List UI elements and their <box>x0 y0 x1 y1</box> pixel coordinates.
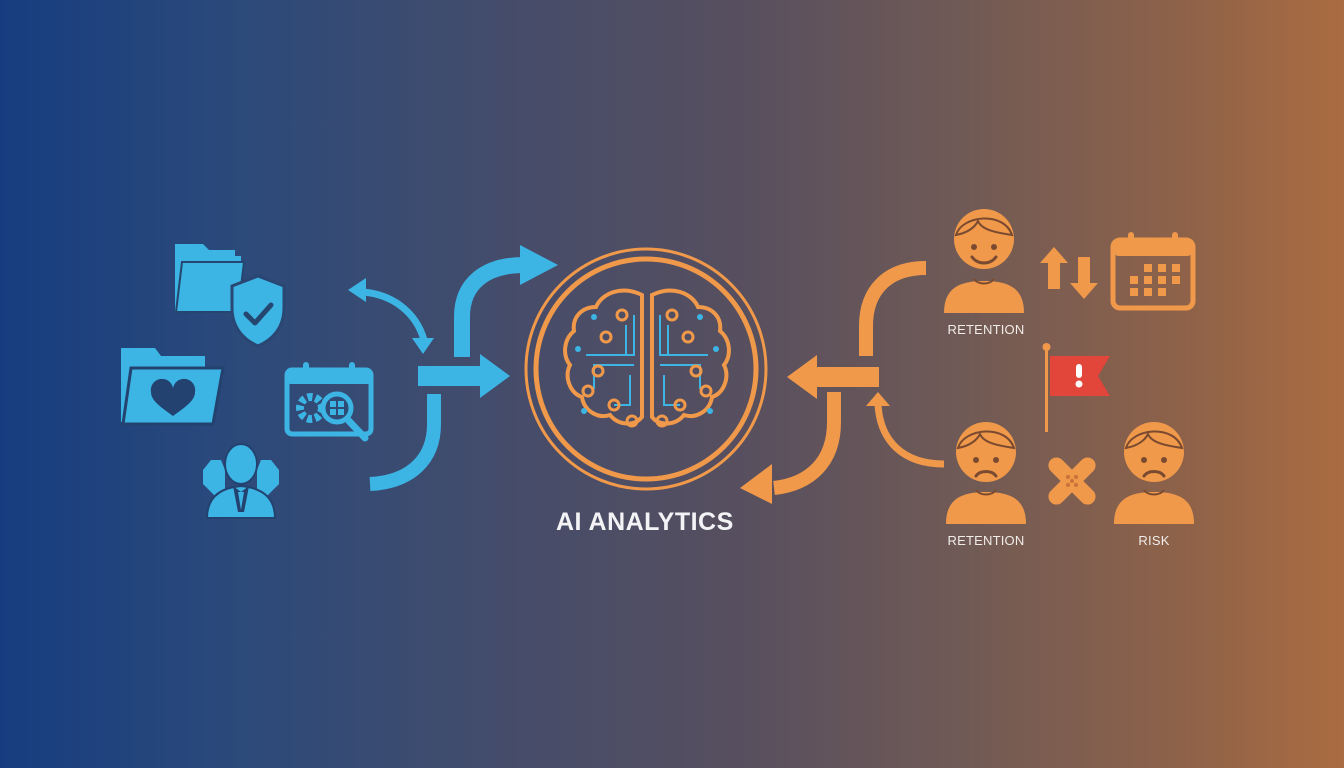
risk-label: RISK <box>1138 533 1170 548</box>
folder-shield-check-icon <box>174 244 286 348</box>
warning-flag-icon <box>1042 343 1110 432</box>
calendar-gear-search-icon <box>284 362 374 442</box>
curved-arrow-up-small-icon <box>866 392 945 468</box>
straight-arrow-left-icon <box>787 355 879 399</box>
center-title: AI ANALYTICS <box>556 508 734 536</box>
brain-circuit-icon <box>524 247 768 491</box>
curved-arrow-down-left-icon <box>740 392 841 504</box>
curved-arrow-bottom-icon <box>369 394 441 491</box>
curved-arrow-top-right-icon <box>859 261 927 356</box>
bandage-icon <box>1048 457 1096 505</box>
happy-person-icon <box>944 209 1024 313</box>
up-down-arrows-icon <box>1040 247 1098 299</box>
calendar-icon <box>1110 232 1196 311</box>
business-person-gears-icon <box>203 443 279 519</box>
folder-heart-icon <box>121 348 225 426</box>
retention-label-bottom: RETENTION <box>947 533 1025 548</box>
curved-arrow-up-right-icon <box>454 245 558 357</box>
retention-label-top: RETENTION <box>947 322 1025 337</box>
sad-person-icon <box>946 422 1026 524</box>
curved-double-arrow-icon <box>348 278 434 354</box>
straight-arrow-right-icon <box>418 354 510 398</box>
sad-person-icon <box>1114 422 1194 524</box>
